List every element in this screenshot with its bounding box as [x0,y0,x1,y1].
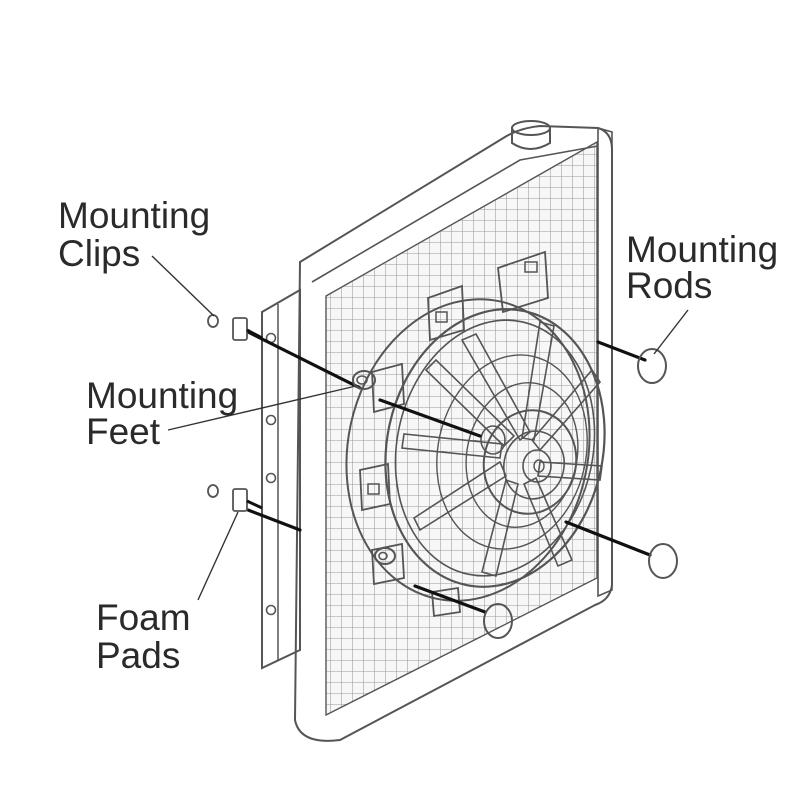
mounting-rod [564,520,652,557]
mounting-clip-lower [207,484,263,512]
label-foam-pads-line2: Pads [96,635,180,676]
shroud-tab [497,250,549,314]
shroud-tab [371,362,405,414]
label-mounting-feet-line1: Mounting [86,375,238,416]
mounting-foot [352,370,376,390]
label-mounting-feet-line2: Feet [86,411,161,452]
side-bracket [261,288,301,670]
fan-blade [401,433,503,459]
rod-end-pad [483,603,513,639]
fan-guard-inner-ring [436,354,588,550]
radiator-top-tank [311,145,599,283]
fan-shroud [345,298,591,602]
fan-blade [522,476,574,568]
fan-motor-hub [480,409,578,515]
label-mounting-feet: Mounting Feet [86,375,238,452]
shroud-tab [371,542,405,586]
radiator-core-border [325,140,598,717]
mounting-rods [246,330,652,614]
fan-blade [412,460,508,532]
mounting-rod [378,398,482,438]
mounting-rod [413,584,487,614]
label-mounting-rods-line1: Mounting [626,229,778,270]
shroud-tab [431,586,461,618]
shroud-tab [427,284,465,342]
bracket-hole [265,472,277,484]
fan-blades [401,320,603,577]
mounting-rod [596,340,647,362]
label-mounting-clips-line2: Clips [58,233,140,274]
fan-blade [424,358,516,448]
filler-cap [511,120,551,150]
leader-mounting-clips [151,255,215,317]
electric-fan [345,250,606,618]
mounting-foot [374,547,396,565]
label-mounting-rods: Mounting Rods [626,229,778,306]
label-mounting-clips-line1: Mounting [58,195,210,236]
mounting-rod [246,330,362,390]
label-mounting-rods-line2: Rods [626,265,712,306]
mounting-feet [352,370,396,565]
bracket-hole [265,414,277,426]
fan-blade [521,320,555,441]
leader-foam-pads [197,511,239,601]
rod-end-pad [637,348,667,384]
leader-mounting-rods [653,309,689,355]
radiator-side [597,126,613,598]
label-mounting-clips: Mounting Clips [58,195,210,274]
label-foam-pads: Foam Pads [96,597,191,676]
label-foam-pads-line1: Foam [96,597,191,638]
fan-blade [481,478,519,577]
fan-blade [460,332,532,442]
fan-blade [530,368,602,452]
rod-end-pad [648,543,678,579]
foam-pads-discs [483,348,678,639]
mounting-rod [246,508,302,532]
bracket-hole [265,604,277,616]
leader-lines [151,255,689,601]
leader-mounting-feet [167,385,357,431]
